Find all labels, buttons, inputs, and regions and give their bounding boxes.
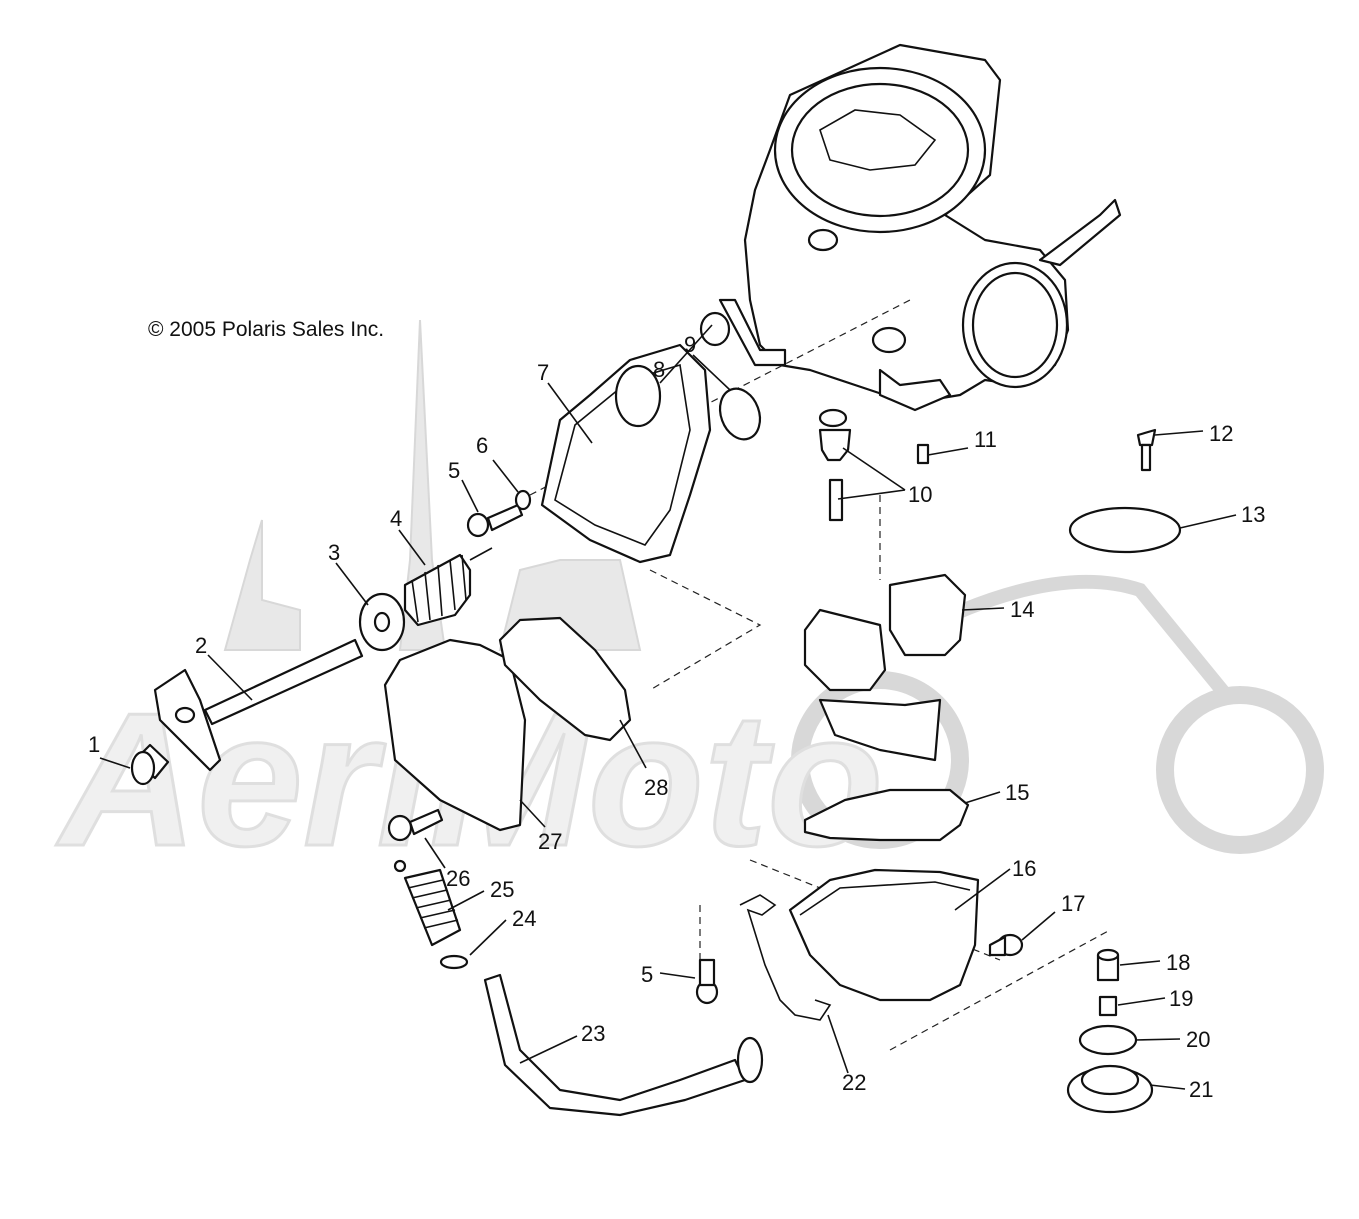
callout-6: 6 [476, 433, 488, 458]
part-21-drain-plug [1066, 1064, 1154, 1114]
part-24-washer [439, 954, 469, 970]
callout-20: 20 [1186, 1027, 1210, 1052]
part-5-screw-upper [466, 503, 524, 538]
callout-12: 12 [1209, 421, 1233, 446]
part-11-jet [916, 443, 930, 465]
part-19-jet [1098, 995, 1118, 1017]
callout-27: 27 [538, 829, 562, 854]
callout-21: 21 [1189, 1077, 1213, 1102]
part-1-screw [130, 743, 170, 786]
callout-7: 7 [537, 360, 549, 385]
part-9-o-ring [718, 387, 762, 441]
callout-28: 28 [644, 775, 668, 800]
part-13-plate [1068, 506, 1182, 554]
part-18-jet [1096, 948, 1120, 982]
callout-1: 1 [88, 732, 100, 757]
callout-24: 24 [512, 906, 536, 931]
callout-17: 17 [1061, 891, 1085, 916]
part-28-gasket [498, 616, 632, 742]
callout-25: 25 [490, 877, 514, 902]
part-8-bushing [699, 311, 731, 347]
part-10-jets [818, 408, 852, 522]
part-4-spring [403, 547, 493, 627]
part-22-clip [739, 894, 832, 1021]
part-26-screw [387, 808, 444, 842]
callout-3: 3 [328, 540, 340, 565]
callout-5-lower: 5 [641, 962, 653, 987]
callout-labels: 1 2 3 4 5 6 7 8 9 10 11 12 13 14 15 16 1… [88, 332, 1265, 1102]
callout-19: 19 [1169, 986, 1193, 1011]
part-5-screw-lower [695, 958, 719, 1005]
part-25-spring [393, 859, 462, 947]
callout-18: 18 [1166, 950, 1190, 975]
part-6-washer [514, 489, 532, 511]
part-7-cover [540, 343, 712, 564]
callout-23: 23 [581, 1021, 605, 1046]
part-20-o-ring [1078, 1024, 1138, 1056]
callout-16: 16 [1012, 856, 1036, 881]
callout-22: 22 [842, 1070, 866, 1095]
part-16-float-bowl [788, 868, 980, 1002]
part-23-hose [483, 973, 764, 1117]
part-15-gasket [803, 788, 970, 842]
callout-4: 4 [390, 506, 402, 531]
callout-13: 13 [1241, 502, 1265, 527]
callout-10: 10 [908, 482, 932, 507]
callout-15: 15 [1005, 780, 1029, 805]
carburetor-body [718, 43, 1122, 412]
copyright-notice: © 2005 Polaris Sales Inc. [148, 318, 385, 341]
part-14-float [803, 573, 967, 762]
callout-9: 9 [684, 332, 696, 357]
part-2-shaft [153, 638, 364, 772]
callout-8: 8 [653, 357, 665, 382]
callout-26: 26 [446, 866, 470, 891]
callout-2: 2 [195, 633, 207, 658]
part-12-screw [1136, 428, 1157, 472]
callout-11: 11 [974, 427, 997, 452]
part-27-cover [383, 638, 527, 832]
callout-14: 14 [1010, 597, 1034, 622]
part-17-screw [988, 933, 1024, 957]
part-3-washer [358, 592, 406, 652]
callout-5: 5 [448, 458, 460, 483]
callout-leaders [99, 324, 1237, 1090]
